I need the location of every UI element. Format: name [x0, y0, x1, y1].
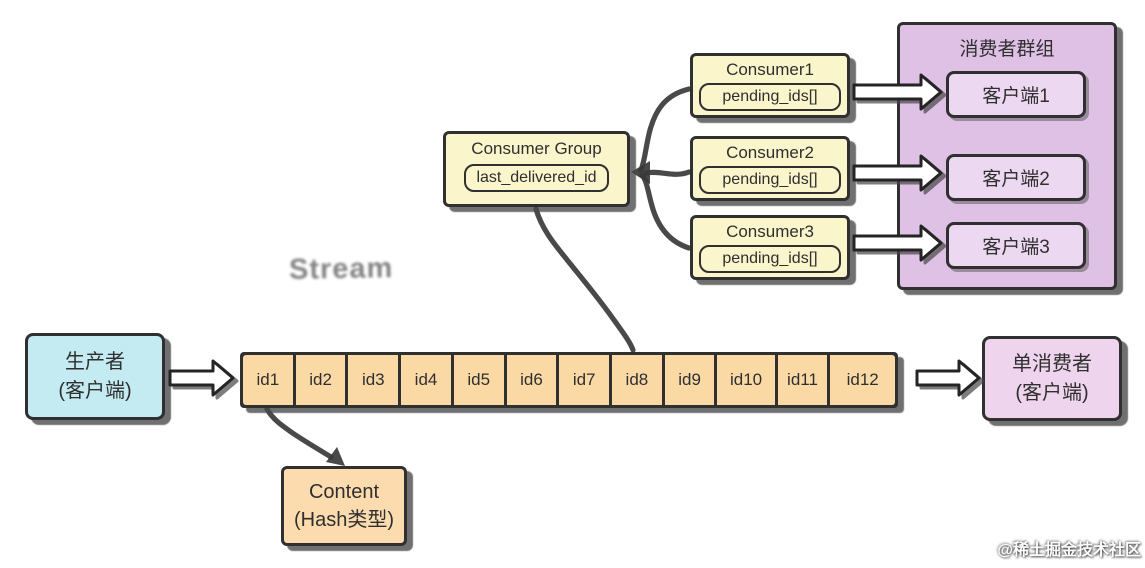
content-box: Content (Hash类型) [281, 466, 407, 546]
client-group-title: 消费者群组 [959, 39, 1055, 60]
arrowhead-into-consumer-group [631, 161, 650, 184]
consumer-group-title: Consumer Group [471, 139, 602, 158]
stream-cell: id12 [830, 355, 895, 405]
stream-box: id1 id2 id3 id4 id5 id6 id7 id8 id9 id10… [240, 352, 898, 408]
stream-cell: id2 [295, 355, 349, 405]
producer-box: 生产者 (客户端) [25, 333, 165, 420]
stream-cell: id1 [243, 355, 296, 405]
stream-to-single-consumer-arrow-icon [915, 359, 981, 397]
producer-to-stream-arrow-icon [168, 359, 235, 397]
client1-box: 客户端1 [946, 71, 1086, 118]
client-group-panel: 消费者群组 客户端1 客户端2 客户端3 [897, 22, 1117, 290]
stream-cell: id8 [612, 355, 665, 405]
stream-cell: id10 [717, 355, 778, 405]
connector-consumer2-to-group [643, 169, 692, 177]
producer-title: 生产者 [65, 350, 125, 373]
client2-box: 客户端2 [946, 154, 1086, 201]
arrowhead-into-content [326, 447, 345, 466]
single-consumer-subtitle: (客户端) [1015, 381, 1089, 404]
corner-watermark: @稀土掘金技术社区 [997, 542, 1141, 559]
single-consumer-box: 单消费者 (客户端) [982, 336, 1122, 421]
stream-cell: id6 [506, 355, 560, 405]
last-delivered-id-field: last_delivered_id [464, 164, 609, 192]
consumer2-box: Consumer2 pending_ids[] [690, 136, 850, 201]
stream-cell: id7 [559, 355, 613, 405]
consumer3-box: Consumer3 pending_ids[] [690, 215, 850, 280]
consumer2-pending-ids-field: pending_ids[] [699, 166, 841, 194]
consumer2-title: Consumer2 [726, 143, 814, 162]
center-watermark: Stream [288, 252, 394, 286]
connector-consumer3-to-group [639, 172, 692, 251]
connector-id1-to-content [264, 406, 334, 460]
consumer1-pending-ids-field: pending_ids[] [699, 83, 841, 111]
producer-subtitle: (客户端) [58, 379, 132, 402]
consumer3-title: Consumer3 [726, 222, 814, 241]
consumer-group-box: Consumer Group last_delivered_id [443, 131, 630, 207]
stream-cell: id9 [664, 355, 718, 405]
stream-cell: id11 [777, 355, 831, 405]
single-consumer-title: 单消费者 [1012, 352, 1092, 375]
stream-cell: id5 [453, 355, 507, 405]
stream-cell: id4 [401, 355, 454, 405]
content-subtitle: (Hash类型) [293, 509, 394, 531]
consumer1-title: Consumer1 [726, 60, 814, 79]
content-title: Content [308, 481, 380, 503]
client3-box: 客户端3 [946, 222, 1086, 269]
connector-group-to-stream [533, 206, 636, 353]
stream-cell: id3 [348, 355, 402, 405]
consumer3-pending-ids-field: pending_ids[] [699, 245, 841, 273]
consumer1-box: Consumer1 pending_ids[] [690, 53, 850, 118]
connector-consumer1-to-group [638, 86, 692, 173]
